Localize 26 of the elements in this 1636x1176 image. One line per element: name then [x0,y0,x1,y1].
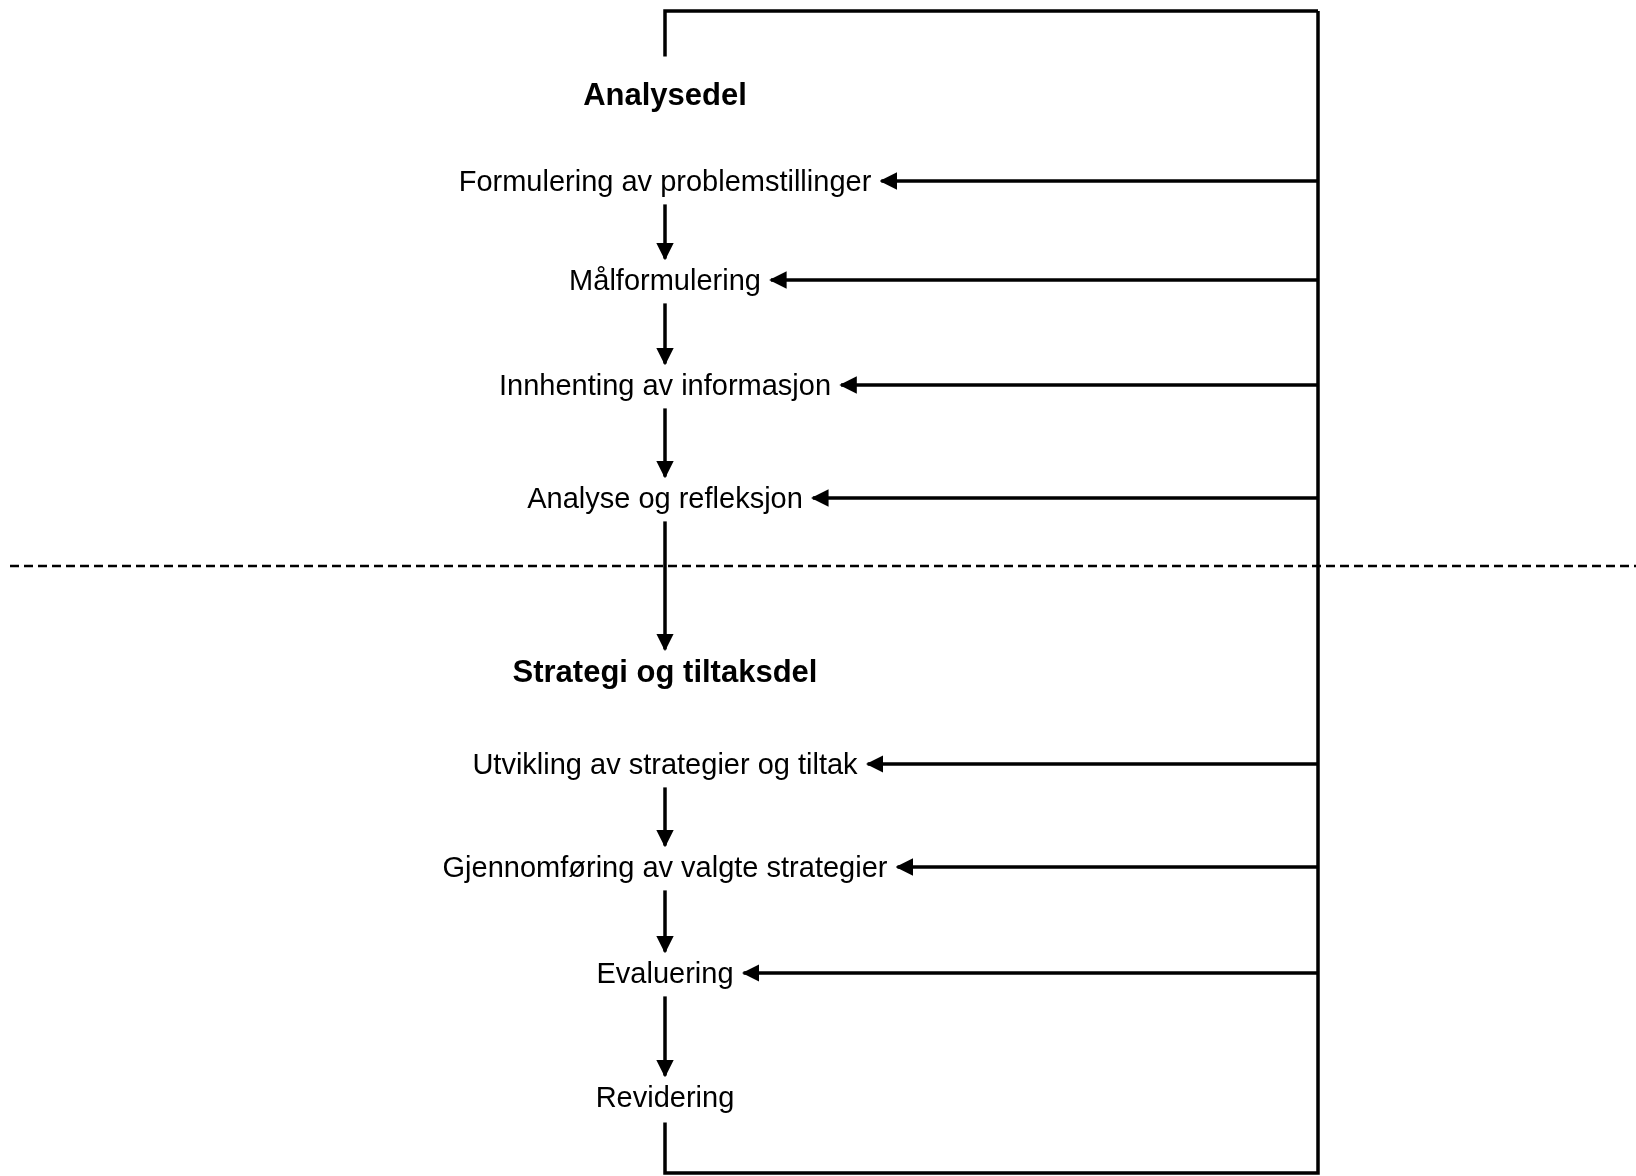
arrow [811,489,1318,507]
arrow [656,996,674,1078]
arrow [895,858,1318,876]
step-label: Evaluering [596,955,734,991]
arrow [656,521,674,652]
section-heading: Strategi og tiltaksdel [512,653,818,691]
feedback-line [663,11,1320,1175]
step-label: Revidering [595,1079,735,1115]
step-label: Utvikling av strategier og tiltak [472,746,858,782]
arrow [656,890,674,954]
section-heading: Analysedel [583,76,747,114]
arrow [656,408,674,479]
step-label: Formulering av problemstillinger [458,163,872,199]
arrow [865,755,1318,773]
feedback-loop-line [663,9,1318,57]
arrow [656,787,674,848]
arrow [656,303,674,366]
step-label: Analyse og refleksjon [527,480,803,516]
arrow [839,376,1318,394]
arrow [741,964,1318,982]
step-label: Gjennomføring av valgte strategier [442,849,888,885]
step-label: Målformulering [569,262,761,298]
step-label: Innhenting av informasjon [498,367,832,403]
arrow [769,271,1318,289]
arrow [879,172,1318,190]
arrow [656,204,674,261]
